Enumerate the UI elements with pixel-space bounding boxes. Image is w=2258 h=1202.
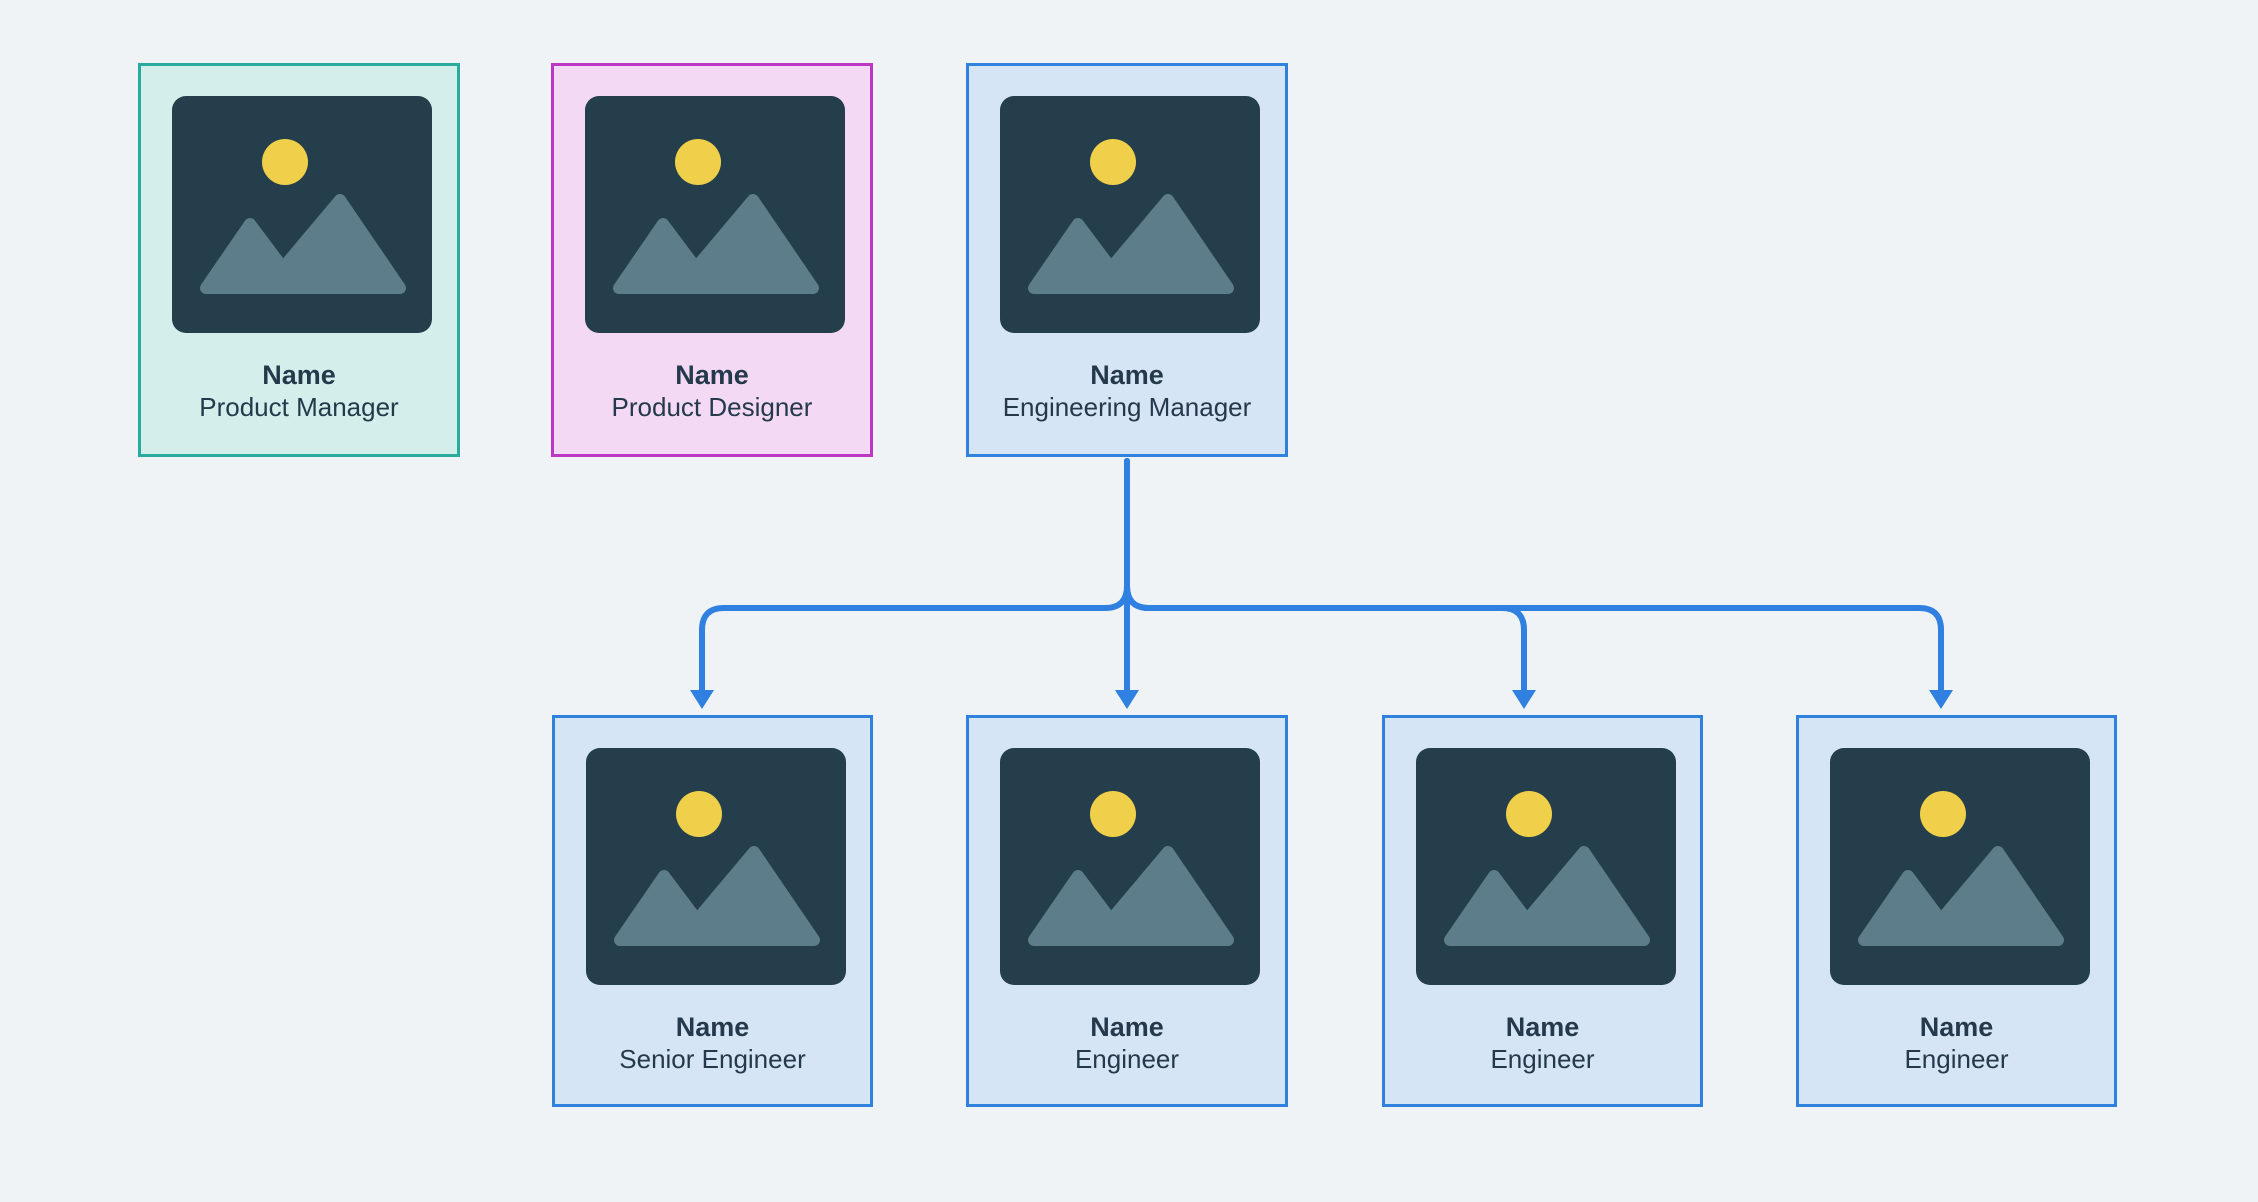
person-card-text: Name Engineer: [1385, 1011, 1700, 1075]
arrowhead-icon: [1929, 690, 1953, 709]
person-card-engineer-1[interactable]: Name Engineer: [966, 715, 1288, 1107]
person-card-text: Name Senior Engineer: [555, 1011, 870, 1075]
sun-icon: [262, 139, 308, 185]
image-placeholder: [1000, 748, 1260, 985]
person-name: Name: [1090, 360, 1164, 390]
person-role: Product Designer: [611, 392, 813, 422]
sun-icon: [676, 791, 722, 837]
image-placeholder: [1830, 748, 2090, 985]
mountain-large-icon: [674, 846, 820, 946]
mountain-large-icon: [673, 194, 819, 294]
photo-frame-shape: [172, 96, 432, 333]
person-card-text: Name Engineering Manager: [969, 359, 1285, 423]
person-card-text: Name Engineer: [969, 1011, 1285, 1075]
mountain-large-icon: [1504, 846, 1650, 946]
arrowhead-icon: [690, 690, 714, 709]
sun-icon: [1090, 791, 1136, 837]
image-placeholder-icon: [1830, 748, 2090, 985]
person-name: Name: [675, 1012, 750, 1042]
sun-icon: [1506, 791, 1552, 837]
person-name: Name: [262, 360, 336, 390]
connector-line: [699, 458, 1130, 693]
mountain-large-icon: [260, 194, 406, 294]
image-placeholder-icon: [586, 748, 846, 985]
person-card-engineering-manager[interactable]: Name Engineering Manager: [966, 63, 1288, 457]
person-name: Name: [1505, 1012, 1580, 1042]
arrowhead-icon: [1512, 690, 1536, 709]
person-card-engineer-3[interactable]: Name Engineer: [1796, 715, 2117, 1107]
person-card-text: Name Product Manager: [141, 359, 457, 423]
mountain-large-icon: [1918, 846, 2064, 946]
person-card-engineer-2[interactable]: Name Engineer: [1382, 715, 1703, 1107]
person-name: Name: [675, 360, 749, 390]
person-name: Name: [1090, 1012, 1164, 1042]
photo-frame-shape: [1000, 748, 1260, 985]
image-placeholder: [172, 96, 432, 333]
image-placeholder-icon: [1416, 748, 1676, 985]
person-card-product-manager[interactable]: Name Product Manager: [138, 63, 460, 457]
person-card-senior-engineer[interactable]: Name Senior Engineer: [552, 715, 873, 1107]
person-role: Engineering Manager: [1002, 392, 1252, 422]
image-placeholder-icon: [172, 96, 432, 333]
image-placeholder: [1000, 96, 1260, 333]
person-card-text: Name Engineer: [1799, 1011, 2114, 1075]
image-placeholder-icon: [1000, 748, 1260, 985]
person-card-product-designer[interactable]: Name Product Designer: [551, 63, 873, 457]
image-placeholder: [1416, 748, 1676, 985]
image-placeholder-icon: [1000, 96, 1260, 333]
sun-icon: [1090, 139, 1136, 185]
person-name: Name: [1919, 1012, 1994, 1042]
sun-icon: [675, 139, 721, 185]
photo-frame-shape: [586, 748, 846, 985]
photo-frame-shape: [1830, 748, 2090, 985]
connector-line: [1124, 458, 1944, 693]
connector-line: [1124, 458, 1527, 693]
person-role: Engineer: [1904, 1044, 2009, 1074]
image-placeholder: [585, 96, 845, 333]
person-role: Engineer: [1074, 1044, 1180, 1074]
mountain-large-icon: [1088, 846, 1234, 946]
arrowhead-icon: [1115, 690, 1139, 709]
person-role: Senior Engineer: [619, 1044, 806, 1074]
photo-frame-shape: [585, 96, 845, 333]
photo-frame-shape: [1416, 748, 1676, 985]
image-placeholder-icon: [585, 96, 845, 333]
person-role: Engineer: [1490, 1044, 1595, 1074]
mountain-large-icon: [1088, 194, 1234, 294]
sun-icon: [1920, 791, 1966, 837]
image-placeholder: [586, 748, 846, 985]
person-role: Product Manager: [199, 392, 399, 422]
person-card-text: Name Product Designer: [554, 359, 870, 423]
photo-frame-shape: [1000, 96, 1260, 333]
